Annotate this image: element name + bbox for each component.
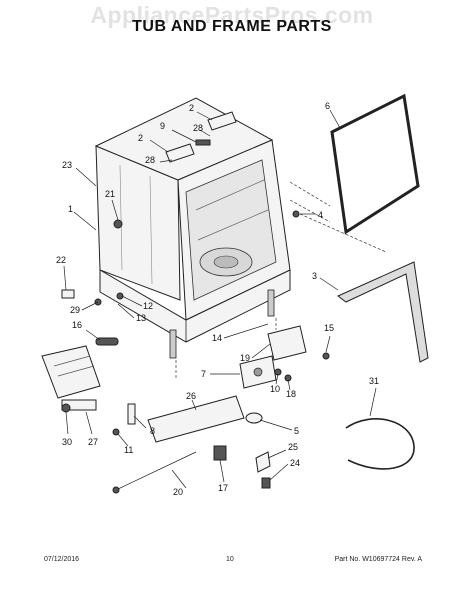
callout-4: 4	[318, 210, 323, 220]
callout-16: 16	[72, 320, 82, 330]
callout-26: 26	[186, 391, 196, 401]
callout-11: 11	[124, 445, 133, 455]
wire-harness	[345, 418, 415, 470]
callout-18: 18	[286, 389, 296, 399]
vent-assembly	[41, 345, 101, 411]
callout-19: 19	[240, 353, 250, 363]
callout-2-lower: 2	[138, 133, 143, 143]
callout-8: 8	[150, 426, 155, 436]
door-gasket	[330, 93, 420, 235]
toe-panel	[147, 395, 245, 443]
callout-3: 3	[312, 271, 317, 281]
top-bracket-upper	[195, 111, 237, 146]
motor-mount	[213, 445, 227, 461]
callout-27: 27	[88, 437, 98, 447]
control-bracket	[239, 325, 307, 389]
callout-14: 14	[212, 333, 222, 343]
callout-2-upper: 2	[189, 103, 194, 113]
callout-17: 17	[218, 483, 228, 493]
callout-22: 22	[56, 255, 66, 265]
diagram-title: TUB AND FRAME PARTS	[132, 18, 332, 35]
callout-9: 9	[160, 121, 165, 131]
callout-13: 13	[136, 313, 146, 323]
top-bracket-lower	[165, 143, 195, 163]
footer-part-number: Part No. W10697724 Rev. A	[334, 556, 422, 563]
screw-12	[116, 292, 124, 300]
callout-7: 7	[201, 369, 206, 379]
leg-bracket	[127, 403, 136, 425]
drain-hose-clamp	[95, 337, 119, 346]
drain-cable	[115, 451, 197, 491]
watermark: AppliancePartsPros.com	[90, 2, 374, 28]
screw-4	[292, 210, 300, 218]
bottom-seal	[337, 261, 429, 363]
footer-page-number: 10	[226, 556, 234, 563]
callout-29: 29	[70, 305, 80, 315]
screw-15	[322, 352, 330, 360]
callout-28-upper: 28	[193, 123, 203, 133]
callout-12: 12	[143, 301, 153, 311]
callout-21: 21	[105, 189, 115, 199]
tub-assembly	[94, 97, 291, 359]
callout-30: 30	[62, 437, 72, 447]
clip-22	[61, 289, 75, 299]
knob-30	[61, 403, 71, 413]
callout-15: 15	[324, 323, 334, 333]
callout-31: 31	[369, 376, 379, 386]
callout-24: 24	[290, 458, 300, 468]
callout-28-lower: 28	[145, 155, 155, 165]
callout-20: 20	[173, 487, 183, 497]
callout-10: 10	[270, 384, 280, 394]
callout-5: 5	[294, 426, 299, 436]
callout-6: 6	[325, 101, 330, 111]
callout-23: 23	[62, 160, 72, 170]
lower-bracket-clip	[255, 451, 271, 489]
callout-1: 1	[68, 204, 73, 214]
callout-25: 25	[288, 442, 298, 452]
screw-11	[112, 428, 120, 436]
footer-date: 07/12/2016	[44, 556, 80, 563]
screw-21	[113, 219, 123, 229]
float-switch	[245, 412, 263, 424]
